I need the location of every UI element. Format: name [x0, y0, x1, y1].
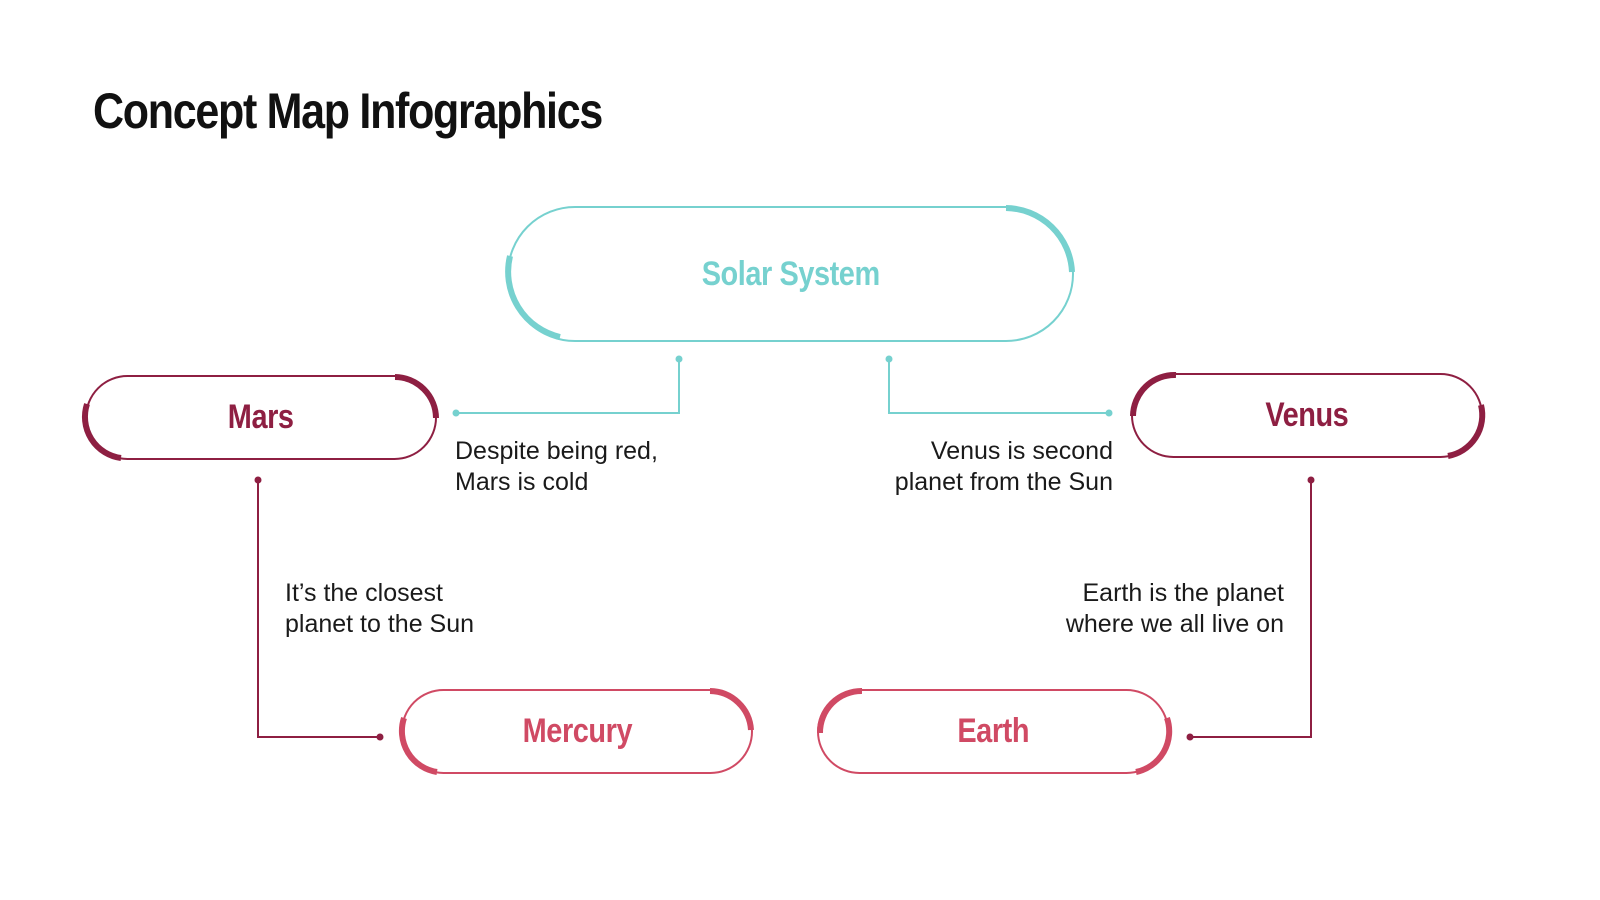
- page-title: Concept Map Infographics: [93, 83, 603, 139]
- description-mars-line-1: Despite being red,: [455, 437, 658, 465]
- description-earth-line-1: Earth is the planet: [1082, 579, 1284, 607]
- node-solar-system: Solar System: [508, 207, 1073, 341]
- node-earth-shape: [816, 687, 1173, 775]
- description-mars: Despite being red, Mars is cold: [455, 436, 658, 498]
- node-solar-system-shape: [505, 205, 1075, 342]
- node-mars-shape: [82, 374, 439, 461]
- description-mercury-line-2: planet to the Sun: [285, 610, 475, 638]
- connector-mars-to-mercury: [254, 476, 384, 741]
- description-mercury: It’s the closest planet to the Sun: [285, 578, 474, 640]
- node-solar-system-label: Solar System: [701, 254, 880, 293]
- node-venus-shape: [1130, 371, 1486, 459]
- description-mars-line-2: Mars is cold: [455, 468, 589, 496]
- connector-solar-to-mars: [452, 355, 683, 417]
- description-earth: Earth is the planet where we all live on: [1066, 578, 1284, 640]
- connector-venus-to-earth: [1186, 476, 1315, 741]
- node-earth-label: Earth: [957, 712, 1029, 750]
- description-mercury-line-1: It’s the closest: [285, 579, 443, 607]
- description-earth-line-2: where we all live on: [1065, 610, 1284, 638]
- connector-solar-to-venus: [885, 355, 1113, 417]
- description-venus-line-1: Venus is second: [930, 437, 1113, 465]
- node-mercury-label: Mercury: [522, 712, 632, 750]
- node-mars-label: Mars: [228, 398, 294, 436]
- description-venus: Venus is second planet from the Sun: [895, 436, 1113, 498]
- node-mars: Mars: [86, 376, 436, 459]
- node-mercury: Mercury: [402, 690, 752, 773]
- node-mercury-shape: [398, 688, 754, 775]
- description-venus-line-2: planet from the Sun: [894, 468, 1113, 496]
- node-earth: Earth: [818, 690, 1168, 773]
- node-venus: Venus: [1132, 374, 1482, 457]
- node-venus-label: Venus: [1265, 396, 1349, 434]
